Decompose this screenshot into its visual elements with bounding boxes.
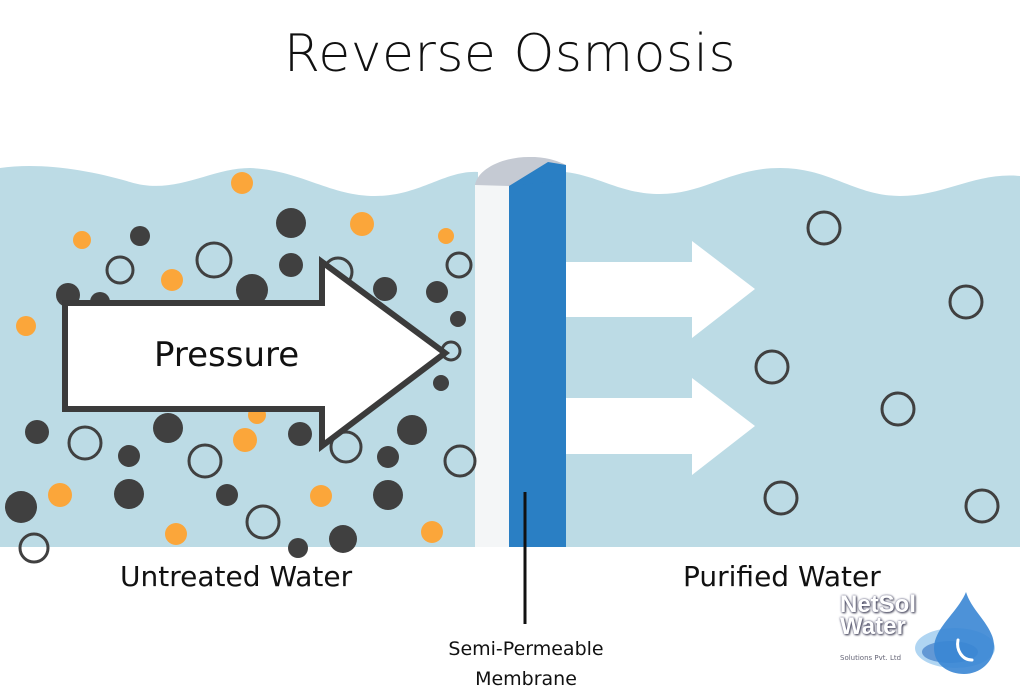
water-molecule-icon bbox=[67, 425, 103, 461]
contaminant-particle-icon bbox=[421, 521, 443, 543]
contaminant-particle-icon bbox=[276, 208, 306, 238]
water-molecule-icon bbox=[880, 391, 916, 427]
membrane-top-cap bbox=[475, 156, 566, 186]
contaminant-particle-icon bbox=[161, 269, 183, 291]
contaminant-particle-icon bbox=[329, 525, 357, 553]
water-molecule-icon bbox=[187, 443, 223, 479]
contaminant-particle-icon bbox=[288, 422, 312, 446]
netsol-logo: NetSol Water Solutions Pvt. Ltd bbox=[830, 588, 1000, 680]
contaminant-particle-icon bbox=[377, 446, 399, 468]
untreated-water-label: Untreated Water bbox=[120, 560, 353, 593]
pressure-arrow-icon bbox=[62, 256, 451, 453]
water-molecule-icon bbox=[18, 532, 50, 564]
contaminant-particle-icon bbox=[397, 415, 427, 445]
water-molecule-icon bbox=[443, 444, 477, 478]
contaminant-particle-icon bbox=[310, 485, 332, 507]
contaminant-particle-icon bbox=[73, 231, 91, 249]
membrane-top-blue bbox=[509, 162, 566, 186]
purified-water-area bbox=[565, 168, 1020, 547]
water-molecule-icon bbox=[806, 210, 842, 246]
logo-subtitle: Solutions Pvt. Ltd bbox=[840, 654, 902, 662]
contaminant-particle-icon bbox=[279, 253, 303, 277]
water-molecule-icon bbox=[754, 349, 790, 385]
contaminant-particle-icon bbox=[5, 491, 37, 523]
water-molecule-icon bbox=[964, 488, 1000, 524]
logo-name: NetSol Water bbox=[840, 591, 917, 640]
contaminant-particle-icon bbox=[426, 281, 448, 303]
membrane-label: Semi-Permeable Membrane bbox=[448, 638, 604, 690]
contaminant-particle-icon bbox=[350, 212, 374, 236]
contaminant-particle-icon bbox=[48, 483, 72, 507]
water-molecule-icon bbox=[445, 251, 473, 279]
pressure-label: Pressure bbox=[154, 335, 300, 375]
contaminant-particle-icon bbox=[118, 445, 140, 467]
contaminant-particles bbox=[5, 172, 477, 564]
water-molecules bbox=[754, 210, 1000, 524]
contaminant-particle-icon bbox=[438, 228, 454, 244]
contaminant-particle-icon bbox=[288, 538, 308, 558]
contaminant-particle-icon bbox=[231, 172, 253, 194]
contaminant-particle-icon bbox=[114, 479, 144, 509]
contaminant-particle-icon bbox=[433, 375, 449, 391]
water-drop-logo-icon bbox=[915, 592, 995, 674]
water-molecule-icon bbox=[195, 241, 233, 279]
contaminant-particle-icon bbox=[165, 523, 187, 545]
flow-arrow-icon bbox=[566, 378, 755, 475]
water-molecule-icon bbox=[763, 480, 799, 516]
contaminant-particle-icon bbox=[130, 226, 150, 246]
contaminant-particle-icon bbox=[373, 480, 403, 510]
water-molecule-icon bbox=[948, 284, 984, 320]
contaminant-particle-icon bbox=[233, 428, 257, 452]
contaminant-particle-icon bbox=[236, 274, 268, 306]
contaminant-particle-icon bbox=[16, 316, 36, 336]
membrane-light-layer bbox=[475, 185, 509, 547]
membrane-blue-layer bbox=[509, 178, 566, 547]
purified-water-label: Purified Water bbox=[683, 560, 881, 593]
semi-permeable-membrane bbox=[475, 156, 566, 547]
contaminant-particle-icon bbox=[153, 413, 183, 443]
page-title: Reverse Osmosis bbox=[283, 24, 737, 84]
flow-arrow-icon bbox=[566, 241, 755, 338]
water-molecule-icon bbox=[329, 430, 363, 464]
contaminant-particle-icon bbox=[373, 277, 397, 301]
water-molecule-icon bbox=[245, 504, 281, 540]
contaminant-particle-icon bbox=[25, 420, 49, 444]
contaminant-particle-icon bbox=[216, 484, 238, 506]
water-molecule-icon bbox=[105, 255, 135, 285]
contaminant-particle-icon bbox=[450, 311, 466, 327]
